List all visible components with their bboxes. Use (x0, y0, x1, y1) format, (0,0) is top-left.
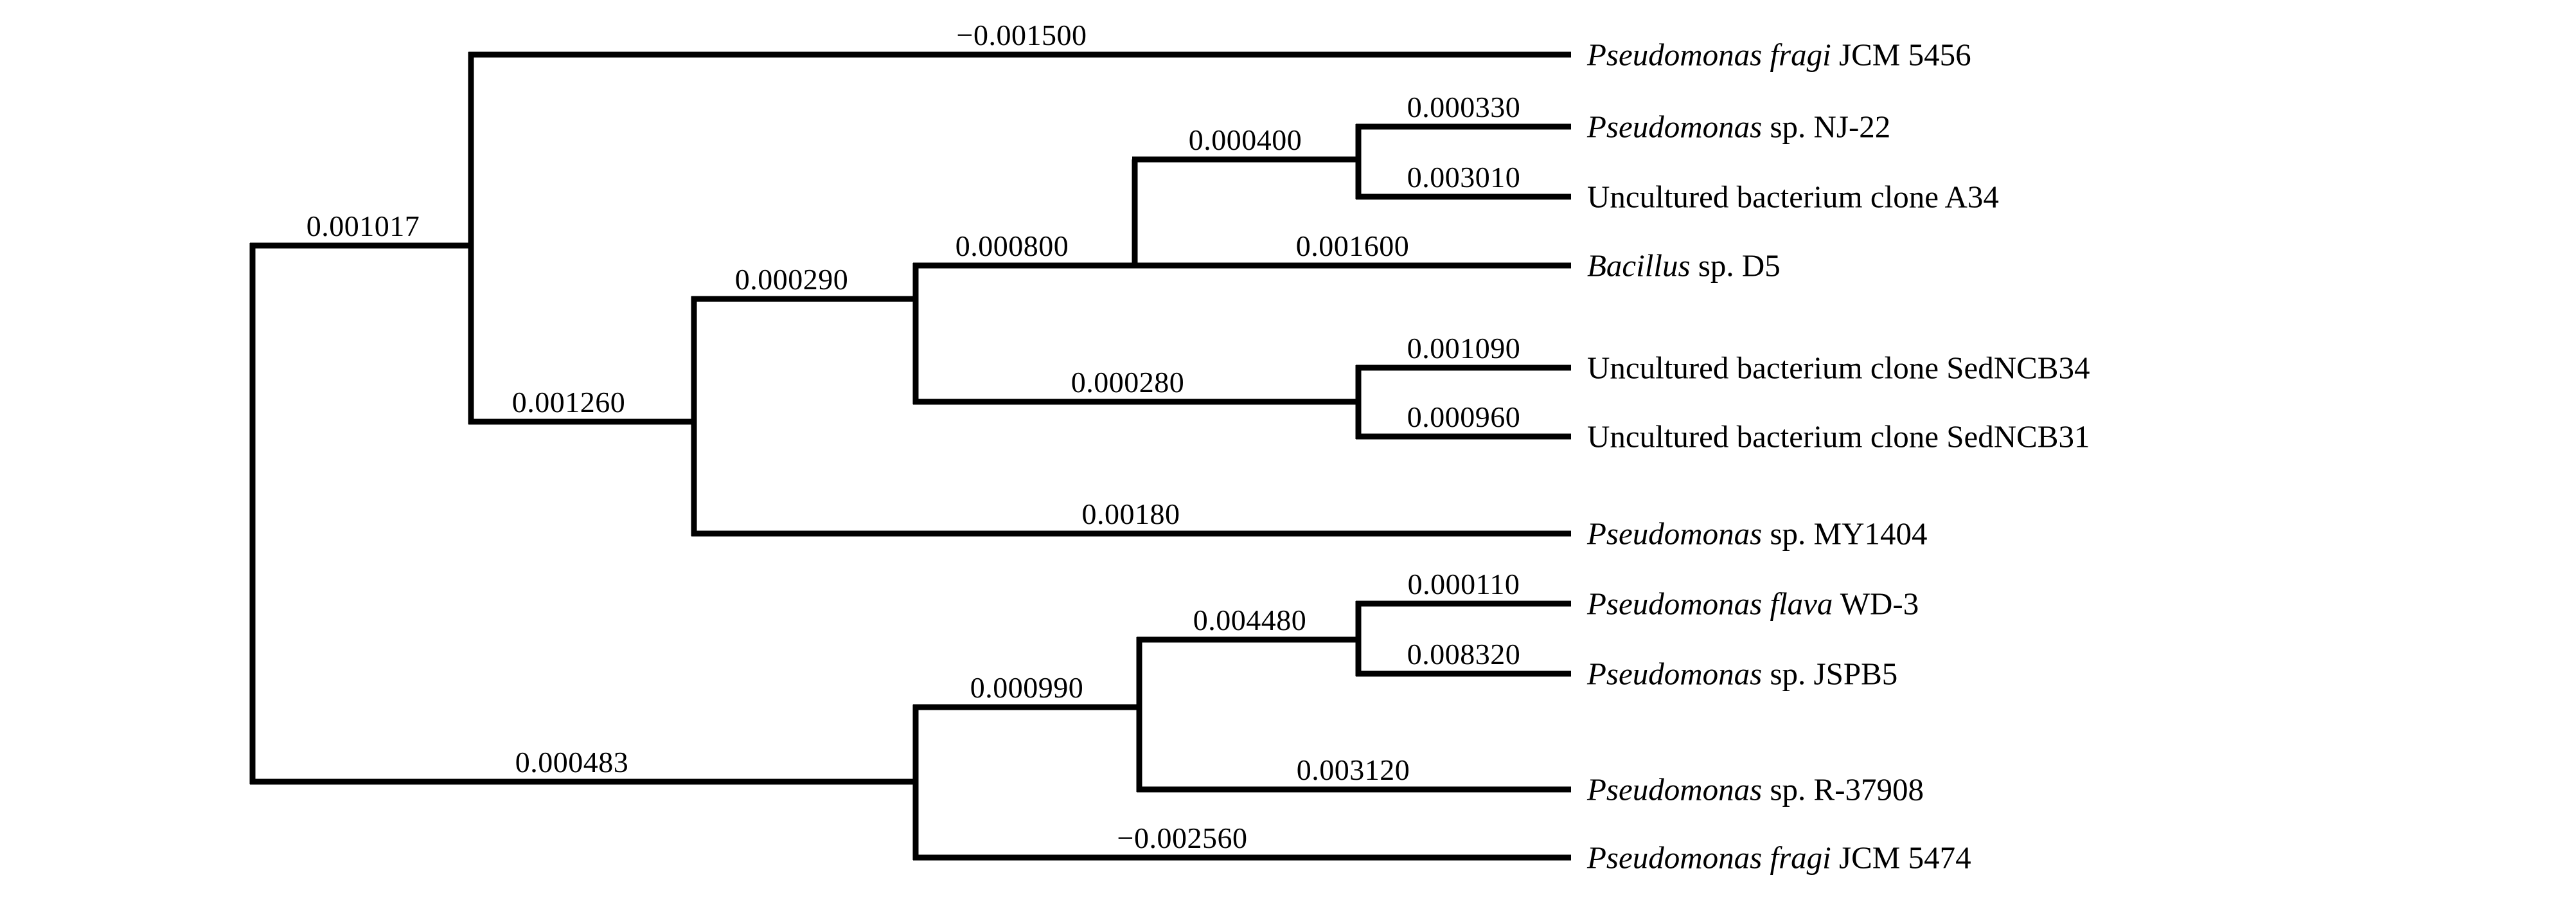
taxon-1-italic: Pseudomonas fragi (1587, 37, 1831, 73)
branch-length-label-leaf-1: −0.001500 (956, 19, 1087, 51)
branch-length-label-0.000400: 0.000400 (1188, 123, 1302, 156)
taxon-label-10: Pseudomonas sp. R-37908 (1587, 771, 1924, 808)
branch-length-label-leaf-5: 0.001090 (1407, 332, 1521, 364)
taxon-label-2: Pseudomonas sp. NJ-22 (1587, 109, 1890, 145)
branch-length-label-leaf-8: 0.000110 (1407, 568, 1520, 600)
taxon-5-roman: Uncultured bacterium clone SedNCB34 (1587, 350, 2090, 386)
branch-length-label-0.001260: 0.001260 (511, 386, 626, 419)
taxon-label-7: Pseudomonas sp. MY1404 (1587, 516, 1928, 552)
taxon-8-italic: Pseudomonas flava (1587, 586, 1833, 622)
taxon-label-11: Pseudomonas fragi JCM 5474 (1587, 840, 1971, 876)
branch-length-label-leaf-10: 0.003120 (1296, 753, 1410, 786)
taxon-11-roman: JCM 5474 (1831, 840, 1971, 876)
branch-length-label-0.000800: 0.000800 (955, 230, 1069, 262)
taxon-3-roman: Uncultured bacterium clone A34 (1587, 179, 1999, 215)
taxon-label-6: Uncultured bacterium clone SedNCB31 (1587, 419, 2090, 455)
taxon-4-italic: Bacillus (1587, 248, 1691, 284)
branch-length-label-leaf-9: 0.008320 (1407, 638, 1521, 670)
taxon-2-italic: Pseudomonas (1587, 109, 1763, 145)
branch-length-label-0.000990: 0.000990 (970, 671, 1084, 704)
taxon-6-roman: Uncultured bacterium clone SedNCB31 (1587, 419, 2090, 455)
taxon-11-italic: Pseudomonas fragi (1587, 840, 1831, 876)
taxon-label-1: Pseudomonas fragi JCM 5456 (1587, 37, 1971, 73)
branch-length-label-0.000483: 0.000483 (515, 746, 629, 779)
taxon-7-roman: sp. MY1404 (1762, 516, 1928, 552)
taxon-4-roman: sp. D5 (1690, 248, 1781, 284)
branch-length-label-0.004480: 0.004480 (1193, 604, 1307, 636)
taxon-9-roman: sp. JSPB5 (1762, 656, 1898, 692)
branch-length-label-leaf-4: 0.001600 (1295, 230, 1410, 262)
branch-length-label-leaf-6: 0.000960 (1407, 401, 1521, 433)
branch-length-label-leaf-7: 0.00180 (1081, 498, 1180, 530)
taxon-9-italic: Pseudomonas (1587, 656, 1763, 692)
branch-length-label-0.000280: 0.000280 (1070, 366, 1185, 399)
branch-length-label-leaf-2: 0.000330 (1407, 91, 1521, 123)
branch-length-label-root-stem: 0.001017 (306, 210, 420, 242)
taxon-2-roman: sp. NJ-22 (1762, 109, 1891, 145)
branch-length-label-leaf-11: −0.002560 (1117, 822, 1248, 854)
taxon-10-italic: Pseudomonas (1587, 771, 1763, 807)
taxon-label-9: Pseudomonas sp. JSPB5 (1587, 656, 1897, 692)
taxon-label-4: Bacillus sp. D5 (1587, 248, 1781, 284)
taxon-8-roman: WD-3 (1833, 586, 1919, 622)
taxon-7-italic: Pseudomonas (1587, 516, 1763, 552)
taxon-label-3: Uncultured bacterium clone A34 (1587, 179, 1999, 215)
taxon-label-5: Uncultured bacterium clone SedNCB34 (1587, 350, 2090, 386)
branch-length-label-leaf-3: 0.003010 (1407, 161, 1521, 194)
branch-length-label-0.000290: 0.000290 (734, 263, 849, 296)
taxon-10-roman: sp. R-37908 (1762, 771, 1924, 807)
taxon-label-8: Pseudomonas flava WD-3 (1587, 586, 1919, 622)
taxon-1-roman: JCM 5456 (1831, 37, 1971, 73)
